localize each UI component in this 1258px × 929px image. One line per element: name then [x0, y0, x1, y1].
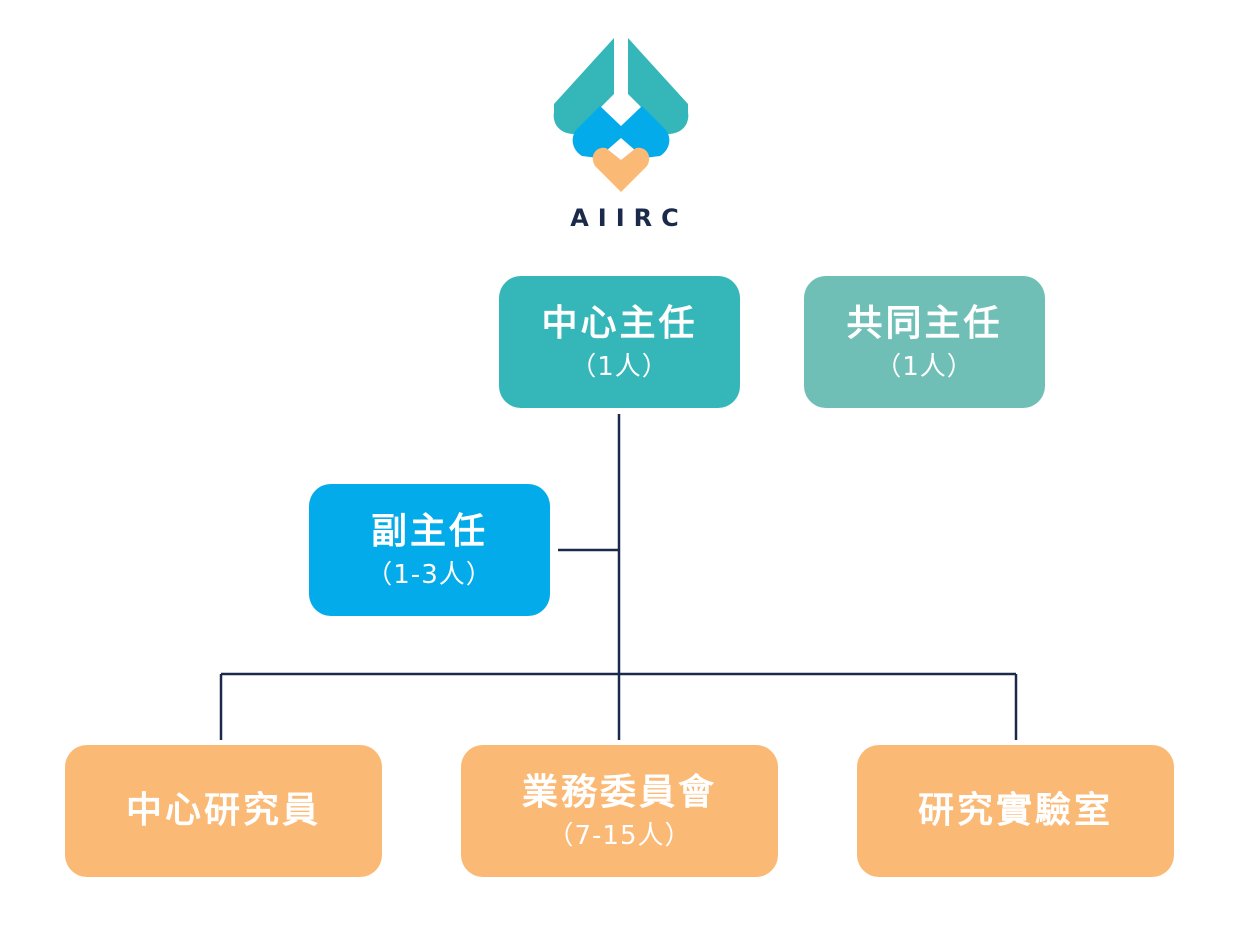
node-researcher: 中心研究員	[65, 745, 382, 877]
node-director: 中心主任 （1人）	[499, 276, 740, 408]
node-lab: 研究實驗室	[857, 745, 1174, 877]
node-title: 業務委員會	[521, 772, 717, 813]
node-title: 研究實驗室	[917, 790, 1113, 831]
blue-heart-icon	[572, 94, 670, 158]
node-deputy: 副主任 （1-3人）	[309, 484, 550, 616]
logo-text: AIIRC	[570, 204, 688, 232]
node-count: （1人）	[875, 352, 974, 382]
teal-leaf-left-icon	[553, 38, 614, 134]
teal-leaf-right-icon	[628, 38, 689, 134]
node-count: （7-15人）	[547, 821, 692, 851]
node-co-director: 共同主任 （1人）	[804, 276, 1045, 408]
aiirc-leaf-logo-icon	[553, 38, 689, 192]
node-title: 共同主任	[846, 303, 1003, 344]
node-count: （1人）	[570, 352, 669, 382]
node-title: 副主任	[370, 511, 488, 552]
node-title: 中心研究員	[125, 790, 321, 831]
node-count: （1-3人）	[366, 560, 493, 590]
node-title: 中心主任	[541, 303, 698, 344]
orange-heart-icon	[592, 147, 650, 192]
node-committee: 業務委員會 （7-15人）	[461, 745, 778, 877]
